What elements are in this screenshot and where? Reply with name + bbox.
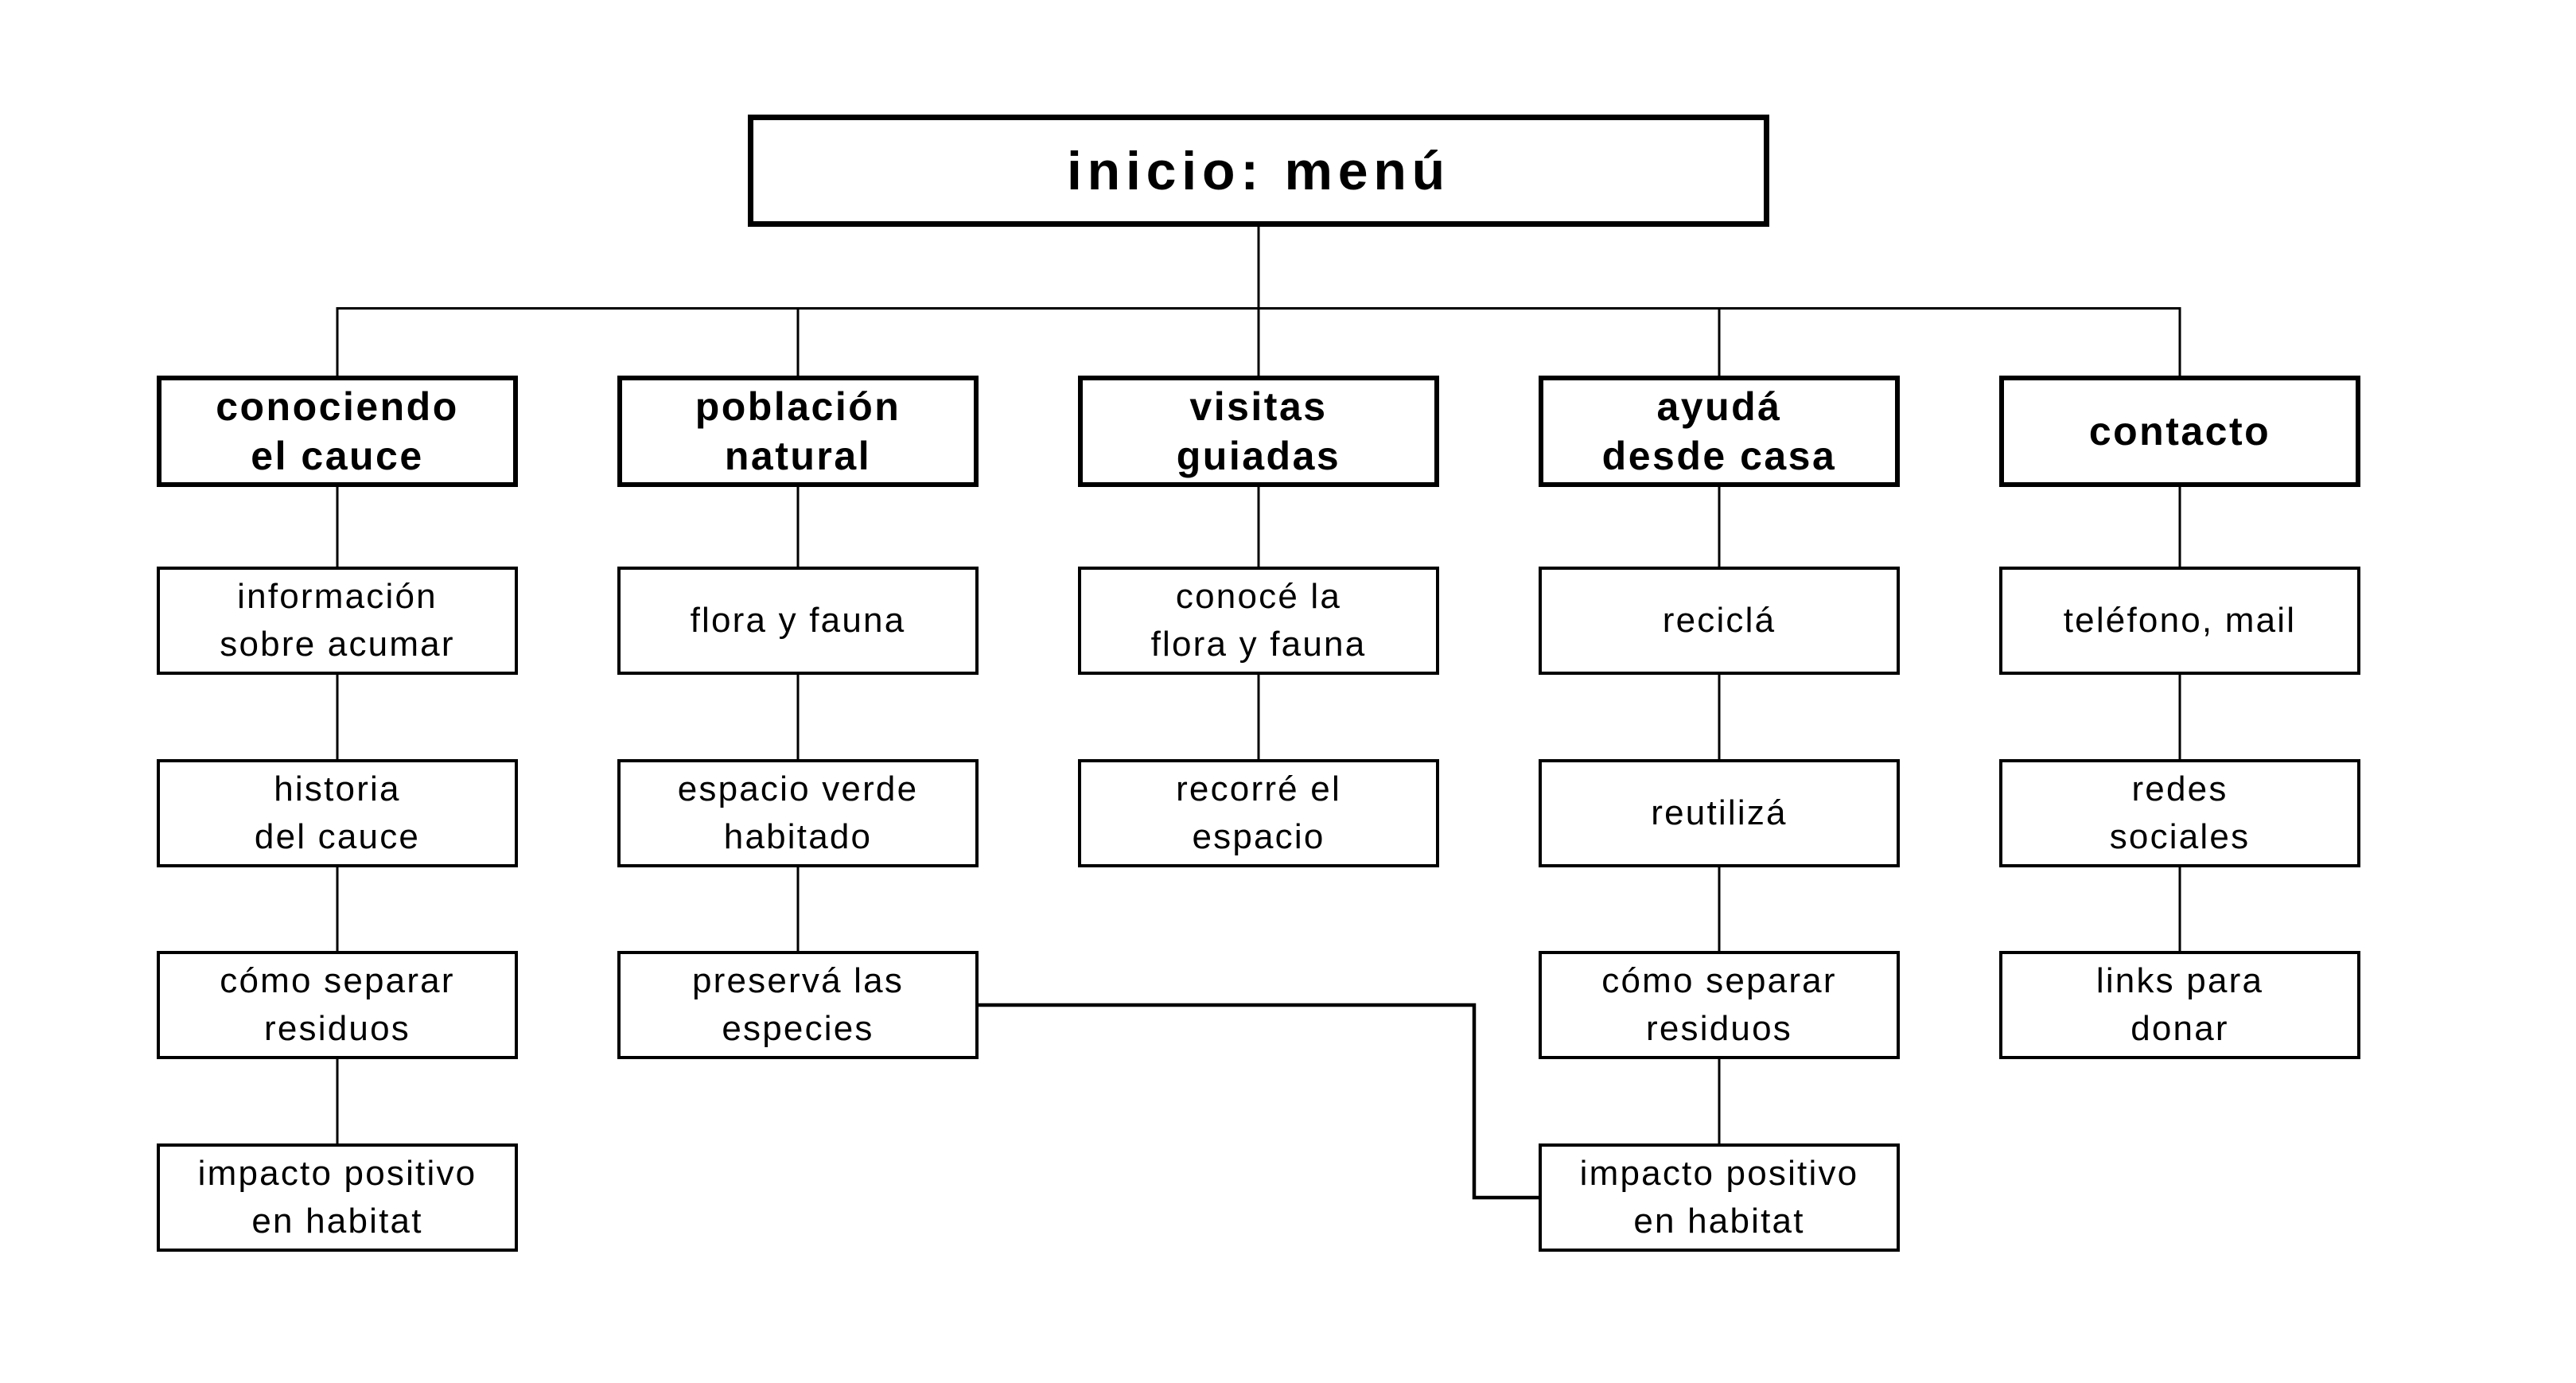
node-telefono-mail: teléfono, mail [1999,567,2360,675]
node-impacto-positivo-en-habitat-1: impacto positivo en habitat [157,1143,518,1252]
node-reutiliza: reutilizá [1539,759,1900,867]
node-como-separar-residuos-1: cómo separar residuos [157,951,518,1059]
node-visitas-guiadas: visitas guiadas [1078,376,1439,487]
node-conociendo-el-cauce: conociendo el cauce [157,376,518,487]
node-recicla: reciclá [1539,567,1900,675]
node-links-para-donar: links para donar [1999,951,2360,1059]
node-historia-del-cauce: historia del cauce [157,759,518,867]
node-preserva-las-especies: preservá las especies [617,951,979,1059]
node-poblacion-natural: población natural [617,376,979,487]
node-impacto-positivo-en-habitat-2: impacto positivo en habitat [1539,1143,1900,1252]
node-ayuda-desde-casa: ayudá desde casa [1539,376,1900,487]
node-como-separar-residuos-2: cómo separar residuos [1539,951,1900,1059]
node-inicio-menu: inicio: menú [748,115,1769,227]
node-redes-sociales: redes sociales [1999,759,2360,867]
node-flora-y-fauna: flora y fauna [617,567,979,675]
node-espacio-verde-habitado: espacio verde habitado [617,759,979,867]
node-contacto: contacto [1999,376,2360,487]
node-recorre-el-espacio: recorré el espacio [1078,759,1439,867]
node-informacion-sobre-acumar: información sobre acumar [157,567,518,675]
cross-link-connector [977,1003,1540,1200]
node-conoce-la-flora-y-fauna: conocé la flora y fauna [1078,567,1439,675]
